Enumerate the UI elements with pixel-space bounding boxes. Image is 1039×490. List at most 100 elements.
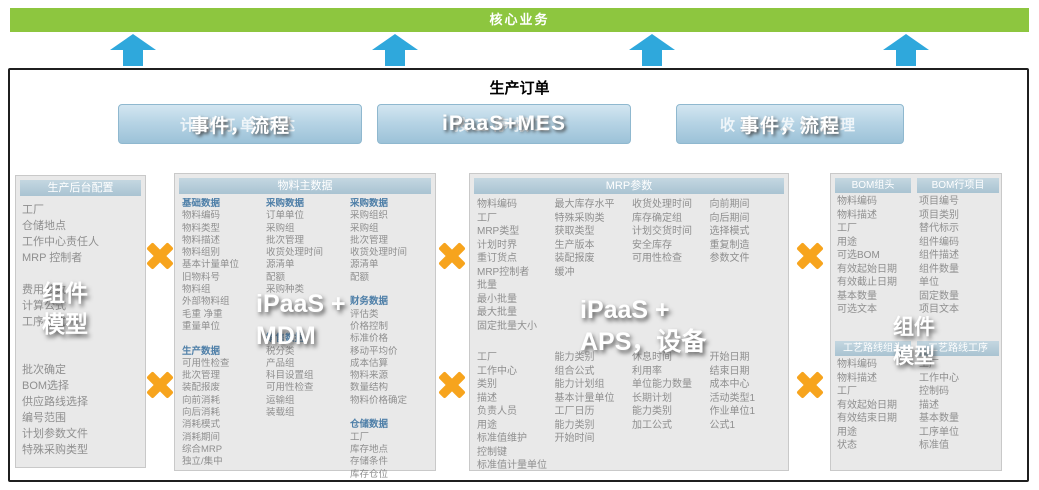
up-arrow-icon	[372, 34, 418, 66]
list-item: 采购组	[350, 222, 379, 234]
list-item: 批次确定	[22, 364, 66, 376]
list-item: MRP控制者	[477, 266, 530, 278]
list-item: 有效结束日期	[837, 413, 897, 424]
list-item: 综合MRP	[182, 443, 223, 455]
panel-header: 物料主数据	[179, 178, 431, 194]
list-item: 批次管理	[350, 234, 389, 246]
list-item: 标准值	[919, 440, 949, 451]
flow-button-base-label: 按工序报工	[453, 116, 554, 134]
list-item: 可用性检查	[266, 382, 314, 394]
list-item: 编号范围	[22, 412, 66, 424]
list-item: 外部物料组	[182, 296, 230, 308]
list-item: 基本计量单位	[182, 259, 240, 271]
list-item: 存储条件	[350, 456, 389, 468]
list-item: 税分类	[266, 345, 295, 357]
flow-button-goods-receipt[interactable]: 收货与发料处理 事件，流程	[676, 104, 904, 144]
list-item: 供应路线选择	[22, 396, 88, 408]
list-item: 工作中心责任人	[22, 236, 99, 248]
list-item: 基本数量	[837, 290, 877, 302]
list-item: 运输组	[266, 394, 295, 406]
workcenter-column-3: 休息时间利用率单位能力数量长期计划能力类别加工公式	[629, 351, 707, 473]
section-title: 仓储数据	[350, 419, 389, 431]
integration-x-mark	[147, 372, 173, 398]
list-item: 替代标示	[919, 223, 959, 234]
list-item: 组件数量	[919, 263, 959, 275]
list-item: 单位	[919, 277, 939, 288]
list-item: 向后消耗	[182, 407, 221, 419]
list-item: 成本中心	[709, 379, 750, 390]
mrp-column-2: 最大库存水平特殊采购类获取类型生产版本装配报废缓冲	[552, 198, 630, 333]
spacer	[182, 333, 260, 345]
list-item: 源清单	[350, 259, 379, 271]
flow-button-ipaas-mes[interactable]: 按工序报工 iPaaS+MES	[377, 104, 631, 144]
list-item: 计算公式	[22, 300, 66, 312]
list-item: 有效截止日期	[837, 277, 897, 288]
list-item: 物料编码	[477, 199, 517, 210]
list-item: 标准值维护	[477, 433, 527, 444]
mrp-column-4: 向前期间向后期间选择模式重复制造参数文件	[707, 198, 785, 333]
list-item: 向后期间	[709, 212, 750, 224]
flow-button-overlay-label: 事件，流程	[739, 115, 840, 137]
list-item: 重订货点	[477, 253, 517, 264]
spacer	[350, 407, 428, 419]
list-item: 组合公式	[554, 365, 595, 377]
list-item: 物料描述	[182, 234, 221, 246]
list-item: 能力类别	[632, 406, 672, 417]
list-item: 项目编号	[919, 196, 959, 207]
list-item: 活动类型1	[709, 392, 756, 404]
list-item: 用途	[837, 426, 857, 438]
list-item: 工厂日历	[554, 406, 595, 417]
material-column-purchasing: 采购数据订单单位采购组批次管理收货处理时间源清单配额采购种类 销售数据税分类产品…	[263, 198, 347, 481]
overlay-line: APS，设备	[580, 328, 707, 356]
list-item: 开始时间	[554, 433, 595, 444]
list-item: 工厂	[837, 223, 857, 234]
list-item: 配额	[266, 271, 286, 283]
list-item: 标准价格	[350, 333, 389, 345]
list-item: 物料编码	[182, 210, 221, 222]
list-item: 选择模式	[709, 226, 750, 237]
overlay-line: 组件	[893, 316, 935, 339]
list-item: 状态	[837, 440, 857, 451]
list-item: 重量单位	[182, 320, 221, 332]
list-item: 收货处理时间	[632, 199, 692, 210]
list-item: 作业单位1	[709, 406, 756, 417]
list-item: 计划时界	[477, 239, 517, 251]
list-item: 公式1	[709, 419, 736, 431]
flow-button-plan-release[interactable]: 计划订单下达 事件，流程	[118, 104, 362, 144]
list-item: 特殊采购类型	[22, 444, 88, 456]
overlay-line: 模型	[893, 345, 935, 368]
panel-header: 工艺路线工序	[917, 341, 999, 356]
panel-item-list: 物料编码物料描述工厂有效起始日期有效结束日期用途状态	[835, 358, 911, 453]
list-item: 描述	[477, 392, 497, 404]
list-item: 库存地点	[350, 443, 389, 455]
list-item: 物料组别	[182, 247, 221, 259]
list-item: 安全库存	[632, 239, 672, 251]
core-business-banner: 核心业务	[10, 8, 1029, 32]
spacer	[22, 346, 139, 362]
list-item: 组件编码	[919, 236, 959, 248]
list-item: 物料描述	[837, 209, 877, 221]
panel-header: MRP参数	[474, 178, 784, 194]
list-item: 产品组	[266, 357, 295, 369]
list-item: 基本计量单位	[554, 392, 615, 404]
list-item: MRP类型	[477, 226, 520, 237]
list-item: 工序单位	[919, 426, 959, 438]
box-title: 生产订单	[489, 80, 550, 97]
list-item: 科目设置组	[266, 370, 314, 382]
list-item: 生产版本	[554, 239, 595, 251]
list-item: 物料组	[182, 284, 211, 296]
mrp-column-3: 收货处理时间库存确定组计划交货时间安全库存可用性检查	[629, 198, 707, 333]
list-item: 负责人员	[477, 406, 517, 417]
list-item: 向前消耗	[182, 394, 221, 406]
panel-header: 生产后台配置	[20, 180, 141, 196]
list-item: 数量结构	[350, 382, 389, 394]
list-item: 库存仓位	[350, 468, 389, 480]
list-item: 工厂	[477, 212, 497, 224]
list-item: 收货处理时间	[266, 247, 324, 259]
flow-button-overlay-label: 事件，流程	[189, 115, 290, 137]
